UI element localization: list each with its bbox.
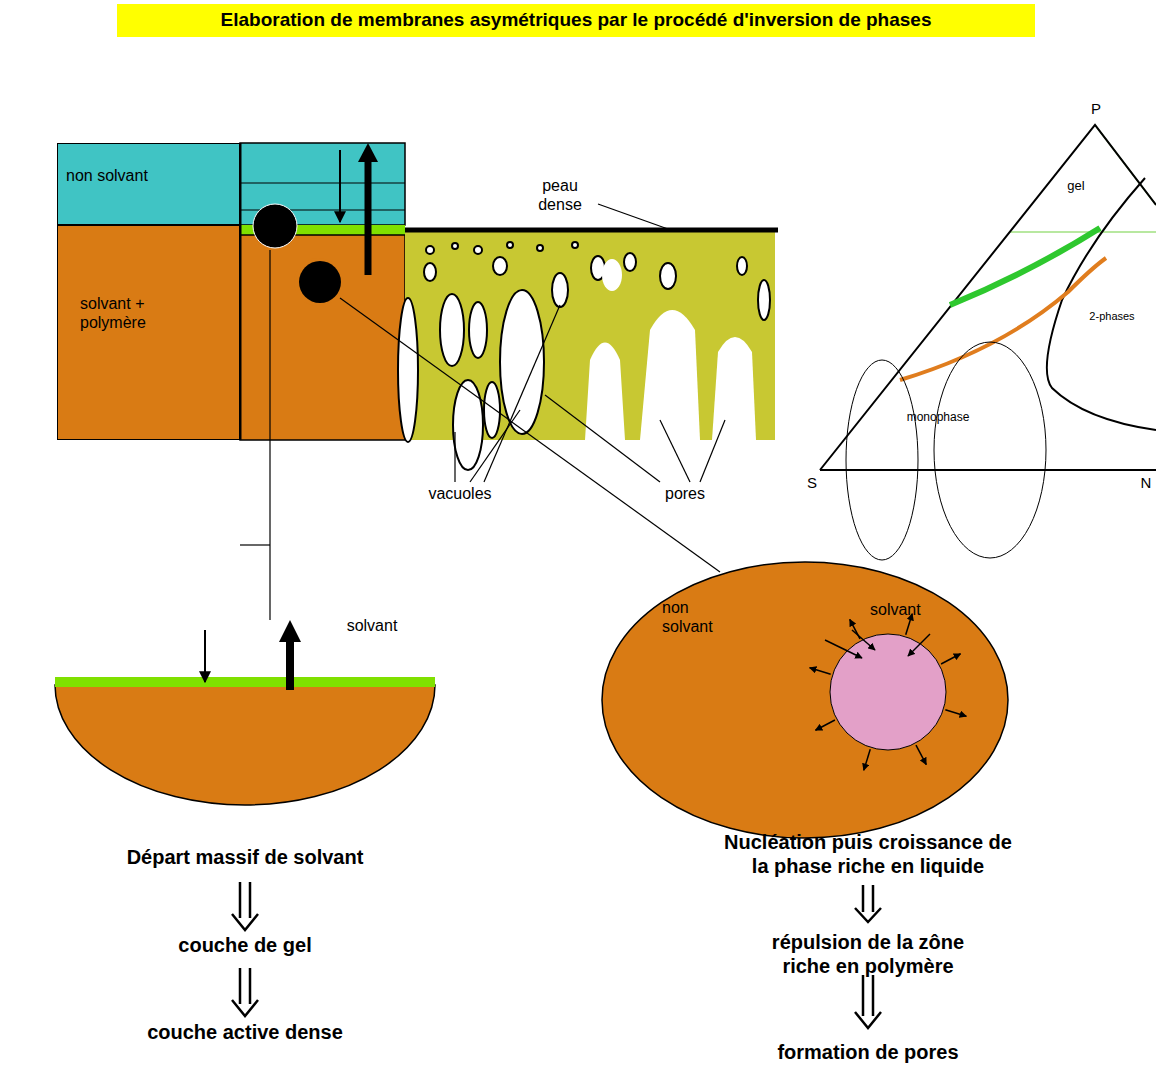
- node-text: solvant: [870, 600, 921, 619]
- label-text: N: [1141, 474, 1152, 492]
- label-text: Départ massif de solvant: [127, 845, 364, 869]
- label-text: peau dense: [530, 176, 590, 214]
- label-text: formation de pores: [777, 1040, 958, 1064]
- circle-shape: [600, 560, 1010, 840]
- zoom-circle: non solvant solvant: [600, 560, 1010, 840]
- label-text: P: [1091, 100, 1101, 118]
- label-text: couche active dense: [147, 1020, 343, 1044]
- title-banner: Elaboration de membranes asymétriques pa…: [117, 4, 1035, 37]
- label-text: vacuoles: [428, 484, 491, 503]
- layer-box: non solvant: [57, 143, 240, 225]
- label-text: répulsion de la zône riche en polymère: [748, 930, 988, 978]
- label-text: gel: [1067, 178, 1084, 194]
- label-text: monophase: [907, 410, 970, 424]
- node-text: solvant + polymère: [80, 294, 190, 332]
- label-text: solvant: [347, 616, 398, 635]
- label-text: S: [807, 474, 817, 492]
- label-text: couche de gel: [178, 933, 311, 957]
- layer-box: solvant + polymère: [57, 225, 240, 440]
- node-text: non solvant: [66, 166, 148, 185]
- node-text: non solvant: [662, 598, 742, 636]
- label-text: 2-phases: [1089, 310, 1134, 323]
- label-text: Nucléation puis croissance de la phase r…: [718, 830, 1018, 878]
- label-text: pores: [665, 484, 705, 503]
